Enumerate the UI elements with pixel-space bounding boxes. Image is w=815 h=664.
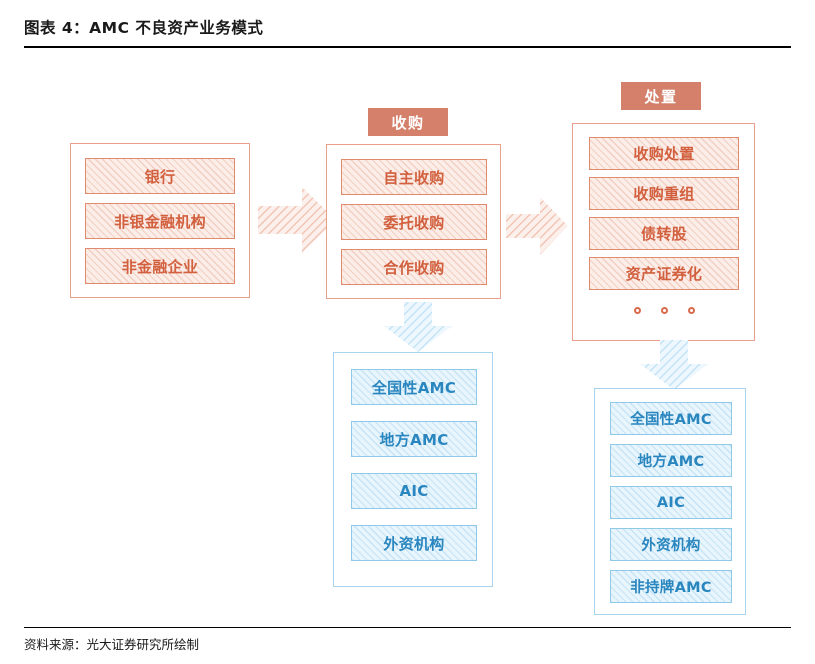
- dot-icon: [687, 306, 695, 314]
- cell-label: 合作收购: [383, 258, 445, 277]
- title-divider: [24, 46, 791, 48]
- cell-acquisition-0: 自主收购: [341, 159, 487, 195]
- cell-label: AIC: [656, 494, 686, 511]
- cell-label: 收购重组: [633, 185, 695, 203]
- cell-disposal-2: 债转股: [589, 217, 739, 250]
- cell-acquisition-players-0: 全国性AMC: [351, 369, 477, 405]
- cell-label: 银行: [144, 167, 176, 186]
- group-box-sources: 银行 非银金融机构 非金融企业: [70, 143, 250, 298]
- cell-sources-1: 非银金融机构: [85, 203, 235, 239]
- cell-acquisition-2: 合作收购: [341, 249, 487, 285]
- group-box-acquisition-players: 全国性AMC 地方AMC AIC 外资机构: [333, 352, 493, 587]
- cell-sources-0: 银行: [85, 158, 235, 194]
- cell-label: 外资机构: [383, 534, 445, 553]
- cell-label: 债转股: [641, 225, 687, 243]
- cell-disposal-players-2: AIC: [610, 486, 732, 519]
- cell-label: 非金融企业: [121, 257, 199, 276]
- arrow-sources-to-acquisition: [258, 184, 336, 256]
- cell-disposal-1: 收购重组: [589, 177, 739, 210]
- cell-label: 非银金融机构: [114, 212, 206, 231]
- cell-acquisition-1: 委托收购: [341, 204, 487, 240]
- page-title: 图表 4：AMC 不良资产业务模式: [24, 19, 264, 37]
- dot-icon: [660, 306, 668, 314]
- cell-sources-2: 非金融企业: [85, 248, 235, 284]
- stage-header-acquisition: 收购: [368, 108, 448, 136]
- cell-acquisition-players-1: 地方AMC: [351, 421, 477, 457]
- cell-disposal-players-3: 外资机构: [610, 528, 732, 561]
- cell-disposal-players-1: 地方AMC: [610, 444, 732, 477]
- cell-acquisition-players-2: AIC: [351, 473, 477, 509]
- cell-acquisition-players-3: 外资机构: [351, 525, 477, 561]
- cell-disposal-0: 收购处置: [589, 137, 739, 170]
- cell-label: 全国性AMC: [371, 378, 457, 397]
- source-note: 资料来源：光大证券研究所绘制: [24, 637, 200, 652]
- cell-label: AIC: [399, 482, 429, 500]
- stage-header-label: 收购: [391, 113, 425, 132]
- cell-disposal-3: 资产证券化: [589, 257, 739, 290]
- cell-label: 自主收购: [383, 168, 445, 187]
- ellipsis-dots: [589, 296, 739, 324]
- cell-label: 地方AMC: [637, 454, 705, 470]
- cell-label: 外资机构: [641, 538, 701, 554]
- cell-label: 非持牌AMC: [630, 580, 712, 596]
- group-box-acquisition: 自主收购 委托收购 合作收购: [326, 144, 501, 299]
- arrow-acquisition-to-players: [382, 302, 454, 352]
- group-box-disposal: 收购处置 收购重组 债转股 资产证券化: [572, 123, 755, 341]
- dot-icon: [633, 306, 641, 314]
- cell-label: 收购处置: [633, 145, 695, 163]
- cell-label: 全国性AMC: [630, 412, 712, 428]
- cell-disposal-players-0: 全国性AMC: [610, 402, 732, 435]
- arrow-acquisition-to-disposal: [506, 195, 568, 257]
- stage-header-label: 处置: [644, 87, 678, 106]
- cell-disposal-players-4: 非持牌AMC: [610, 570, 732, 603]
- footer-divider: [24, 627, 791, 629]
- cell-label: 资产证券化: [625, 265, 703, 283]
- stage-header-disposal: 处置: [621, 82, 701, 110]
- group-box-disposal-players: 全国性AMC 地方AMC AIC 外资机构 非持牌AMC: [594, 388, 746, 615]
- amc-business-model-diagram: 银行 非银金融机构 非金融企业 收购 自主收购 委托收购 合作收购: [0, 52, 815, 624]
- cell-label: 委托收购: [383, 213, 445, 232]
- arrow-disposal-to-players: [638, 340, 710, 390]
- cell-label: 地方AMC: [379, 430, 449, 449]
